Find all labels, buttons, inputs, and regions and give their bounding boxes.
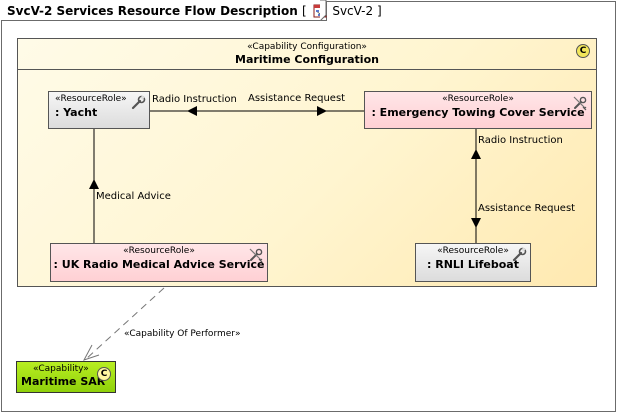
capability-stereotype: «Capability» bbox=[33, 364, 89, 374]
flow-label-radio-instruction: Radio Instruction bbox=[478, 135, 563, 146]
capability-name: Maritime SAR bbox=[21, 375, 106, 388]
dependency-label-capability-of-performer: «Capability Of Performer» bbox=[124, 329, 241, 339]
resource-role-uk-radio-medical[interactable]: «ResourceRole» : UK Radio Medical Advice… bbox=[50, 243, 268, 282]
resource-role-name: : Emergency Towing Cover Service bbox=[371, 106, 585, 119]
resource-role-rnli-lifeboat[interactable]: «ResourceRole» : RNLI Lifeboat bbox=[415, 243, 531, 282]
resource-role-emergency-towing[interactable]: «ResourceRole» : Emergency Towing Cover … bbox=[364, 91, 592, 129]
diagram-ref-name: SvcV-2 bbox=[332, 4, 374, 18]
resource-role-stereotype: «ResourceRole» bbox=[123, 246, 195, 256]
capability-icon: C bbox=[576, 44, 590, 58]
flow-label-assistance-request: Assistance Request bbox=[248, 93, 346, 104]
flow-label-assistance-request: Assistance Request bbox=[478, 203, 576, 214]
capability-icon: C bbox=[97, 367, 111, 381]
diagram-title: SvcV-2 Services Resource Flow Descriptio… bbox=[7, 4, 298, 18]
resource-role-name: : RNLI Lifeboat bbox=[427, 258, 519, 271]
wrench-icon bbox=[512, 247, 527, 262]
service-tools-icon bbox=[249, 248, 263, 263]
resource-role-name: : UK Radio Medical Advice Service bbox=[53, 258, 265, 271]
wrench-icon bbox=[131, 95, 146, 110]
resource-role-stereotype: «ResourceRole» bbox=[55, 94, 127, 104]
flow-label-radio-instruction: Radio Instruction bbox=[152, 94, 237, 105]
tab-corner bbox=[320, 0, 327, 21]
capability-configuration-name: Maritime Configuration bbox=[235, 53, 379, 66]
capability-maritime-sar[interactable]: «Capability» Maritime SAR C bbox=[16, 361, 116, 393]
resource-role-stereotype: «ResourceRole» bbox=[437, 246, 509, 256]
service-tools-icon bbox=[573, 96, 587, 111]
diagram-reference[interactable]: [ SvcV-2 ] bbox=[301, 4, 382, 18]
flow-label-medical-advice: Medical Advice bbox=[96, 191, 171, 202]
resource-role-name: : Yacht bbox=[55, 106, 98, 119]
resource-role-yacht[interactable]: «ResourceRole» : Yacht bbox=[48, 91, 150, 129]
capability-configuration-stereotype: «Capability Configuration» bbox=[247, 42, 367, 52]
resource-role-stereotype: «ResourceRole» bbox=[442, 94, 514, 104]
diagram-title-tab: SvcV-2 Services Resource Flow Descriptio… bbox=[1, 0, 382, 21]
capability-configuration-header: «Capability Configuration» Maritime Conf… bbox=[18, 39, 596, 70]
